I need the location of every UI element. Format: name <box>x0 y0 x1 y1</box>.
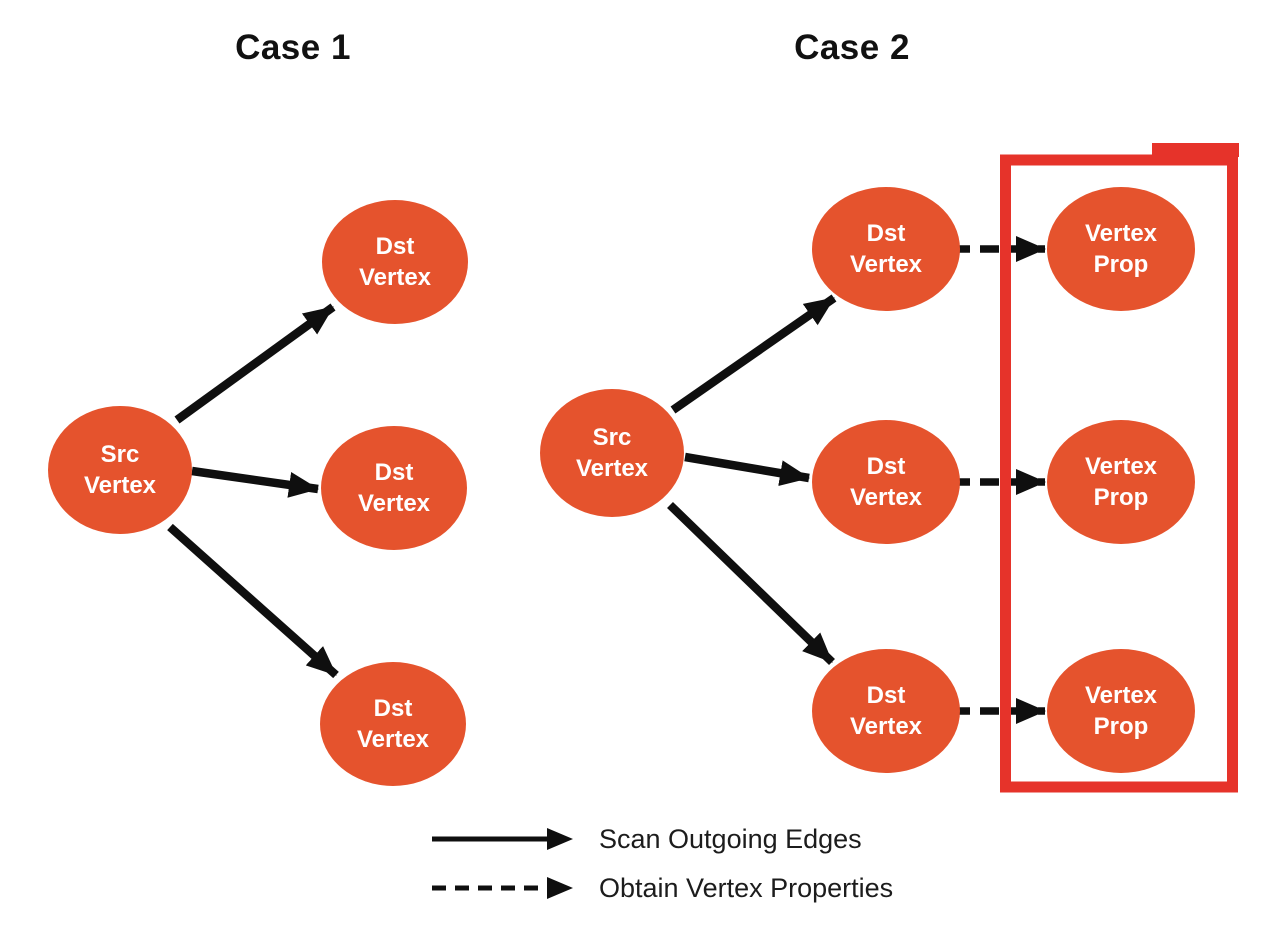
node-label-line2: Vertex <box>357 490 431 517</box>
node-label-line2: Prop <box>1093 713 1149 740</box>
case2-scan-edge-middle <box>684 452 810 486</box>
node-label-line1: Dst <box>374 459 414 486</box>
node-label-line1: Vertex <box>1084 220 1158 247</box>
case1-title: Case 1 <box>235 28 351 67</box>
case1-src-vertex-node: Src Vertex <box>48 406 192 534</box>
node-label-line2: Vertex <box>849 713 923 740</box>
case1-scan-edge-middle <box>191 466 319 498</box>
node-label-line1: Vertex <box>1084 453 1158 480</box>
case1-dst-vertex-node-bottom: Dst Vertex <box>320 662 466 786</box>
case2-vertex-prop-node-middle: Vertex Prop <box>1047 420 1195 544</box>
solid-arrow-icon <box>432 828 573 850</box>
node-label-line1: Dst <box>866 220 906 247</box>
case1-scan-edge-top <box>174 303 336 424</box>
node-label-line1: Src <box>100 441 140 468</box>
case2-dst-vertex-node-bottom: Dst Vertex <box>812 649 960 773</box>
legend: Scan Outgoing Edges Obtain Vertex Proper… <box>430 822 893 905</box>
node-label-line1: Dst <box>373 695 413 722</box>
node-label-line1: Vertex <box>1084 682 1158 709</box>
node-label-line2: Vertex <box>575 455 649 482</box>
node-label-line2: Prop <box>1093 251 1149 278</box>
node-label-line2: Vertex <box>358 264 432 291</box>
case2-vertex-prop-node-bottom: Vertex Prop <box>1047 649 1195 773</box>
node-label-line2: Vertex <box>849 484 923 511</box>
legend-label-scan-edges: Scan Outgoing Edges <box>599 823 862 854</box>
legend-item-scan-edges: Scan Outgoing Edges <box>430 822 893 856</box>
legend-label-vertex-properties: Obtain Vertex Properties <box>599 872 894 903</box>
case2-src-vertex-node: Src Vertex <box>540 389 684 517</box>
node-label-line2: Vertex <box>849 251 923 278</box>
node-label-line2: Vertex <box>83 472 157 499</box>
legend-item-vertex-properties: Obtain Vertex Properties <box>430 871 893 905</box>
node-label-line2: Prop <box>1093 484 1149 511</box>
highlight-box-top-step <box>1152 143 1239 157</box>
highlight-box-outline <box>1000 154 1238 793</box>
case1-dst-vertex-node-top: Dst Vertex <box>322 200 468 324</box>
case2-dst-vertex-node-middle: Dst Vertex <box>812 420 960 544</box>
case1-dst-vertex-node-middle: Dst Vertex <box>321 426 467 550</box>
case2-title: Case 2 <box>794 28 910 67</box>
dashed-arrow-icon <box>432 877 573 899</box>
case2-vertex-prop-node-top: Vertex Prop <box>1047 187 1195 311</box>
node-label-line1: Dst <box>866 453 906 480</box>
case1-scan-edge-bottom <box>167 523 339 679</box>
node-label-line1: Dst <box>866 682 906 709</box>
node-label-line1: Src <box>592 424 632 451</box>
node-label-line2: Vertex <box>356 726 430 753</box>
case2-scan-edge-top <box>670 294 837 414</box>
node-label-line1: Dst <box>375 233 415 260</box>
case2-dst-vertex-node-top: Dst Vertex <box>812 187 960 311</box>
case2-scan-edge-bottom <box>667 501 835 666</box>
